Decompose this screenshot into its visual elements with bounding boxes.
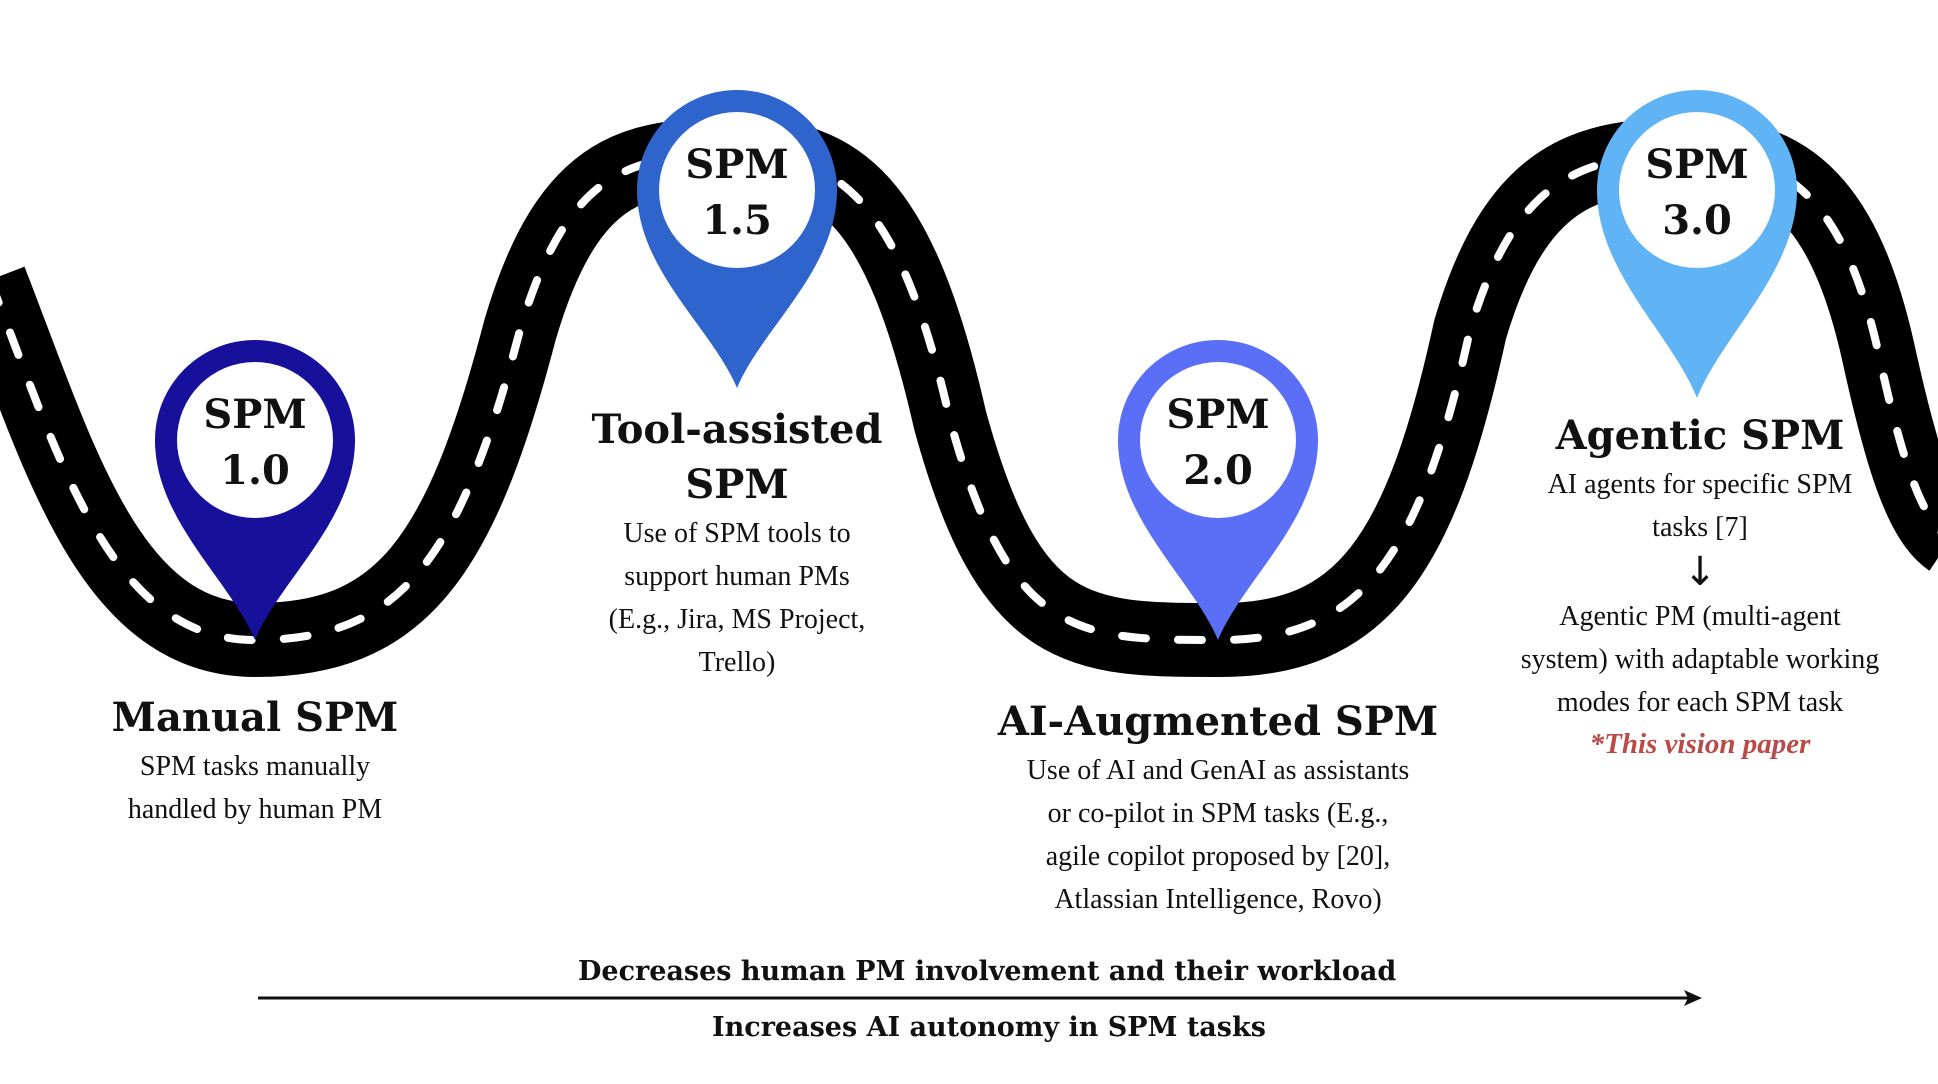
stage-ai-augmented-spm-title: AI-Augmented SPM bbox=[997, 698, 1439, 745]
pin-spm-3-0-label-line2: 3.0 bbox=[1662, 197, 1732, 244]
stage-tool-assisted-spm: Tool-assisted SPM Use of SPM tools to su… bbox=[537, 402, 937, 684]
stage-tool-assisted-spm-description: Use of SPM tools to support human PMs (E… bbox=[608, 518, 866, 678]
stage-agentic-spm-description-2: Agentic PM (multi-agent system) with ada… bbox=[1520, 601, 1880, 718]
stage-manual-spm-description: SPM tasks manually handled by human PM bbox=[127, 751, 383, 825]
pin-spm-1-0-label-line1: SPM bbox=[203, 391, 306, 438]
progress-arrow bbox=[258, 990, 1702, 1006]
pin-spm-1-5-center bbox=[659, 112, 815, 268]
stage-agentic-spm-title: Agentic SPM bbox=[1555, 412, 1845, 459]
vision-paper-note: *This vision paper bbox=[1589, 728, 1811, 760]
down-arrow-icon: ↓ bbox=[1683, 549, 1717, 595]
stage-agentic-spm: Agentic SPM AI agents for specific SPM t… bbox=[1450, 408, 1938, 764]
axis-bottom-label: Increases AI autonomy in SPM tasks bbox=[712, 1012, 1266, 1043]
axis-top-label: Decreases human PM involvement and their… bbox=[578, 956, 1397, 987]
progress-arrow-head-icon bbox=[1684, 990, 1702, 1006]
pin-spm-1-5-label-line1: SPM bbox=[685, 141, 788, 188]
pin-spm-2-0: SPM 2.0 bbox=[1118, 340, 1318, 640]
pin-spm-3-0-center bbox=[1619, 112, 1775, 268]
pin-spm-1-0-center bbox=[177, 362, 333, 518]
stage-ai-augmented-spm: AI-Augmented SPM Use of AI and GenAI as … bbox=[958, 694, 1478, 921]
pin-spm-2-0-label-line2: 2.0 bbox=[1183, 447, 1253, 494]
stage-ai-augmented-spm-description: Use of AI and GenAI as assistants or co-… bbox=[1026, 755, 1410, 915]
pin-spm-1-5-label-line2: 1.5 bbox=[702, 197, 772, 244]
stage-agentic-spm-description: AI agents for specific SPM tasks [7] bbox=[1547, 469, 1853, 543]
stage-manual-spm: Manual SPM SPM tasks manually handled by… bbox=[60, 690, 450, 831]
pin-spm-3-0-label-line1: SPM bbox=[1645, 141, 1748, 188]
pin-spm-2-0-center bbox=[1140, 362, 1296, 518]
stage-manual-spm-title: Manual SPM bbox=[111, 694, 399, 741]
stage-tool-assisted-spm-title: Tool-assisted SPM bbox=[591, 406, 883, 508]
pin-spm-2-0-label-line1: SPM bbox=[1166, 391, 1269, 438]
pin-spm-3-0: SPM 3.0 bbox=[1597, 90, 1797, 398]
pin-spm-1-5: SPM 1.5 bbox=[637, 90, 837, 388]
pin-spm-1-0: SPM 1.0 bbox=[155, 340, 355, 640]
pin-spm-1-0-label-line2: 1.0 bbox=[220, 447, 290, 494]
